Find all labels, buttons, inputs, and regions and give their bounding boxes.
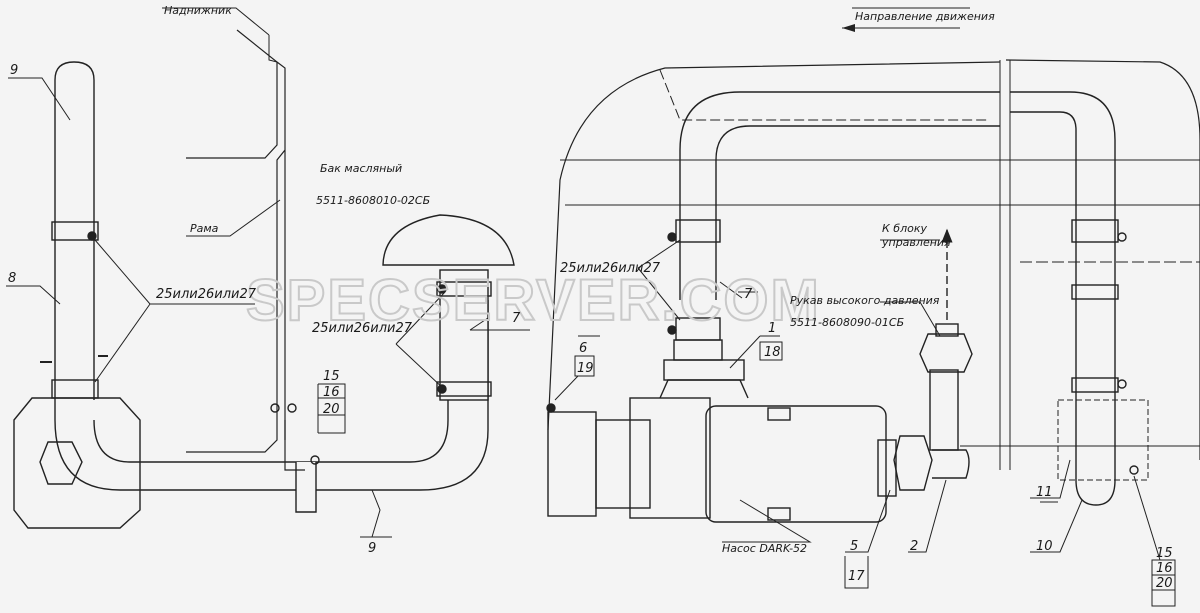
pipe-tank-short (439, 269, 489, 401)
callout-20-a: 20 (323, 402, 340, 417)
label-frame: Рама (190, 222, 219, 235)
direction-arrow-icon (842, 24, 855, 32)
pump-rear-cover (547, 411, 597, 517)
label-podnozhnik: Наднижник (164, 4, 232, 17)
clamp-return-upper (1071, 219, 1119, 243)
label-clamp-center: 25или26или27 (312, 321, 413, 336)
callout-15-b: 15 (1156, 546, 1173, 561)
clamp-pressure-upper (675, 219, 721, 243)
leader-lines (6, 7, 1176, 607)
high-pressure-hose (929, 369, 959, 451)
pump-port-fitting (13, 397, 141, 529)
pipe-vertical-left (54, 61, 95, 400)
right-assembly (546, 59, 1200, 523)
label-oil-tank: Бак масляный (320, 162, 402, 175)
pipe-pressure-loop (679, 91, 1000, 300)
callout-16-a: 16 (323, 385, 340, 400)
label-pump: Насос DARK-52 (722, 542, 807, 555)
callout-17: 17 (848, 569, 865, 584)
label-oil-tank-code: 5511-8608010-02СБ (316, 194, 430, 207)
callout-6: 6 (579, 341, 587, 356)
callout-18: 18 (764, 345, 781, 360)
pump-outlet-nut (663, 359, 745, 381)
callout-16-b: 16 (1156, 561, 1173, 576)
callout-1: 1 (768, 321, 776, 336)
label-to-control-2: управления (881, 236, 951, 249)
pump-housing (629, 397, 711, 519)
label-hose-code: 5511-8608090-01СБ (790, 316, 904, 329)
callout-9-top: 9 (10, 63, 18, 78)
clamp-upper-left (51, 221, 99, 241)
label-to-control-1: К блоку (882, 222, 927, 235)
pump-body-main (705, 405, 887, 523)
label-clamp-right: 25или26или27 (560, 261, 661, 276)
hex-nut (39, 441, 83, 485)
callout-19: 19 (577, 361, 594, 376)
clamp-tank-top (436, 281, 492, 297)
pipe-bottom-return (54, 300, 489, 491)
clamp-tank-bottom (436, 381, 492, 397)
cab-outline (547, 61, 1001, 431)
watermark: SPECSERVER.COM (246, 268, 821, 333)
callout-5: 5 (850, 539, 858, 554)
label-direction: Направление движения (855, 10, 995, 23)
callout-9-bottom: 9 (368, 541, 376, 556)
hose-fitting-nut (893, 435, 933, 491)
callout-7-left: 7 (512, 311, 521, 326)
hose-elbow (932, 449, 970, 479)
clamp-return-lower (1071, 377, 1119, 393)
callout-2: 2 (910, 539, 918, 554)
callout-10: 10 (1036, 539, 1053, 554)
callout-numbers: 9 8 7 7 9 15 16 20 6 19 1 18 5 17 2 11 1… (8, 63, 1173, 591)
callout-11: 11 (1036, 485, 1053, 500)
callout-15-a: 15 (323, 369, 340, 384)
frame-member (186, 29, 286, 453)
callout-20-b: 20 (1156, 576, 1173, 591)
label-hose: Рукав высокого давления (790, 294, 940, 307)
text-labels: Наднижник Направление движения Бак масля… (156, 4, 995, 555)
pipe-u-bend (1075, 390, 1116, 506)
clamp-lower-left (51, 379, 99, 399)
callout-7-right: 7 (744, 287, 753, 302)
left-assembly (13, 29, 515, 529)
callout-8: 8 (8, 271, 16, 286)
label-clamp-left: 25или26или27 (156, 287, 257, 302)
oil-tank-cap (382, 214, 515, 266)
